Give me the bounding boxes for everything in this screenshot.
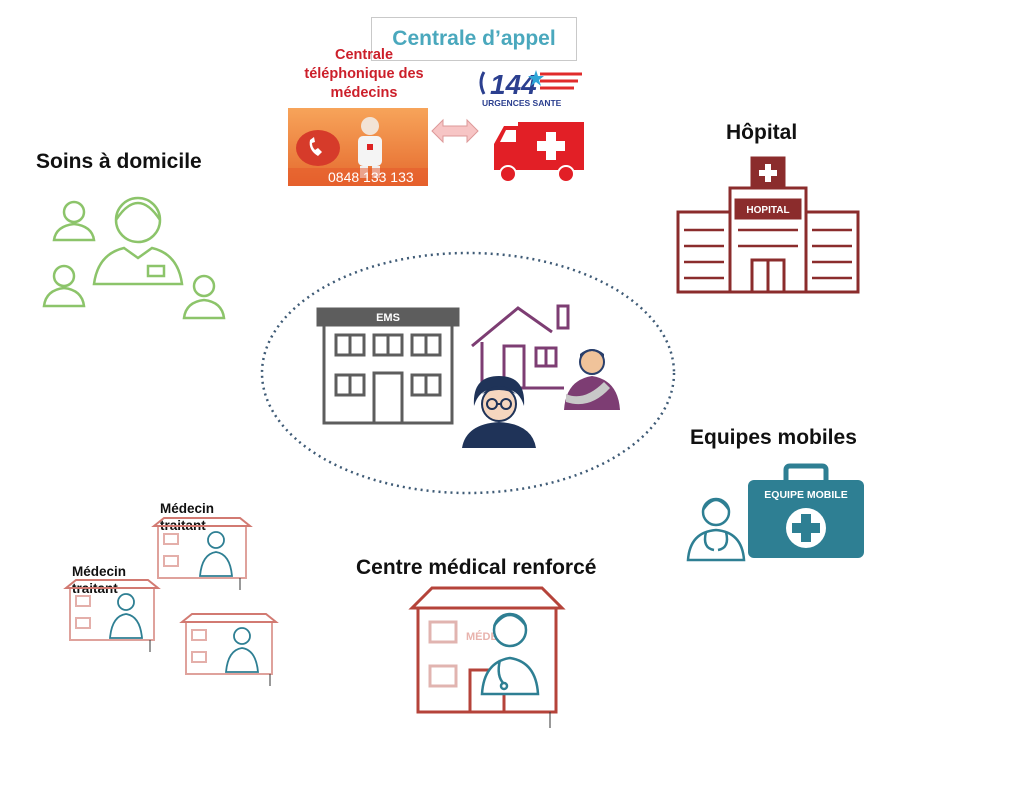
ems-building-icon: EMS [316,307,460,425]
mobile-nurse-icon [686,497,746,562]
equipes-mobiles-label: Equipes mobiles [690,426,857,449]
ambulance-icon [494,122,584,183]
medical-center-building-icon: MÉDECIN [408,586,566,728]
medical-kit-icon: EQUIPE MOBILE [748,463,864,558]
ems-sign-text: EMS [376,312,400,324]
doctor-hotline-icon: 0848 133 133 [288,108,428,186]
medecin-traitant-building-2 [63,579,161,652]
urgences-number-text: 144 [490,69,537,100]
medecin-traitant-building-1 [151,517,253,590]
double-arrow-icon [431,118,479,144]
equipe-mobile-sign-text: EQUIPE MOBILE [764,489,847,501]
center-ellipse [260,251,676,495]
phone-number-text: 0848 133 133 [328,169,414,185]
injured-person-icon [564,349,620,410]
medecin-traitant-building-3 [179,613,279,686]
resident-woman-icon [462,376,536,448]
hospital-building-icon: HOPITAL [676,156,860,294]
urgences-144-logo: 144 URGENCES SANTE [479,69,582,108]
centrale-telephonique-label: Centrale téléphonique des médecins [304,47,424,101]
soins-domicile-group-icon [42,196,226,320]
soins-domicile-label: Soins à domicile [36,150,202,173]
hospital-sign-text: HOPITAL [746,205,789,216]
hopital-label: Hôpital [726,121,798,144]
urgences-sante-text: URGENCES SANTE [482,98,562,108]
centrale-appel-title: Centrale d’appel [371,17,577,61]
centre-medical-label: Centre médical renforcé [356,556,597,579]
